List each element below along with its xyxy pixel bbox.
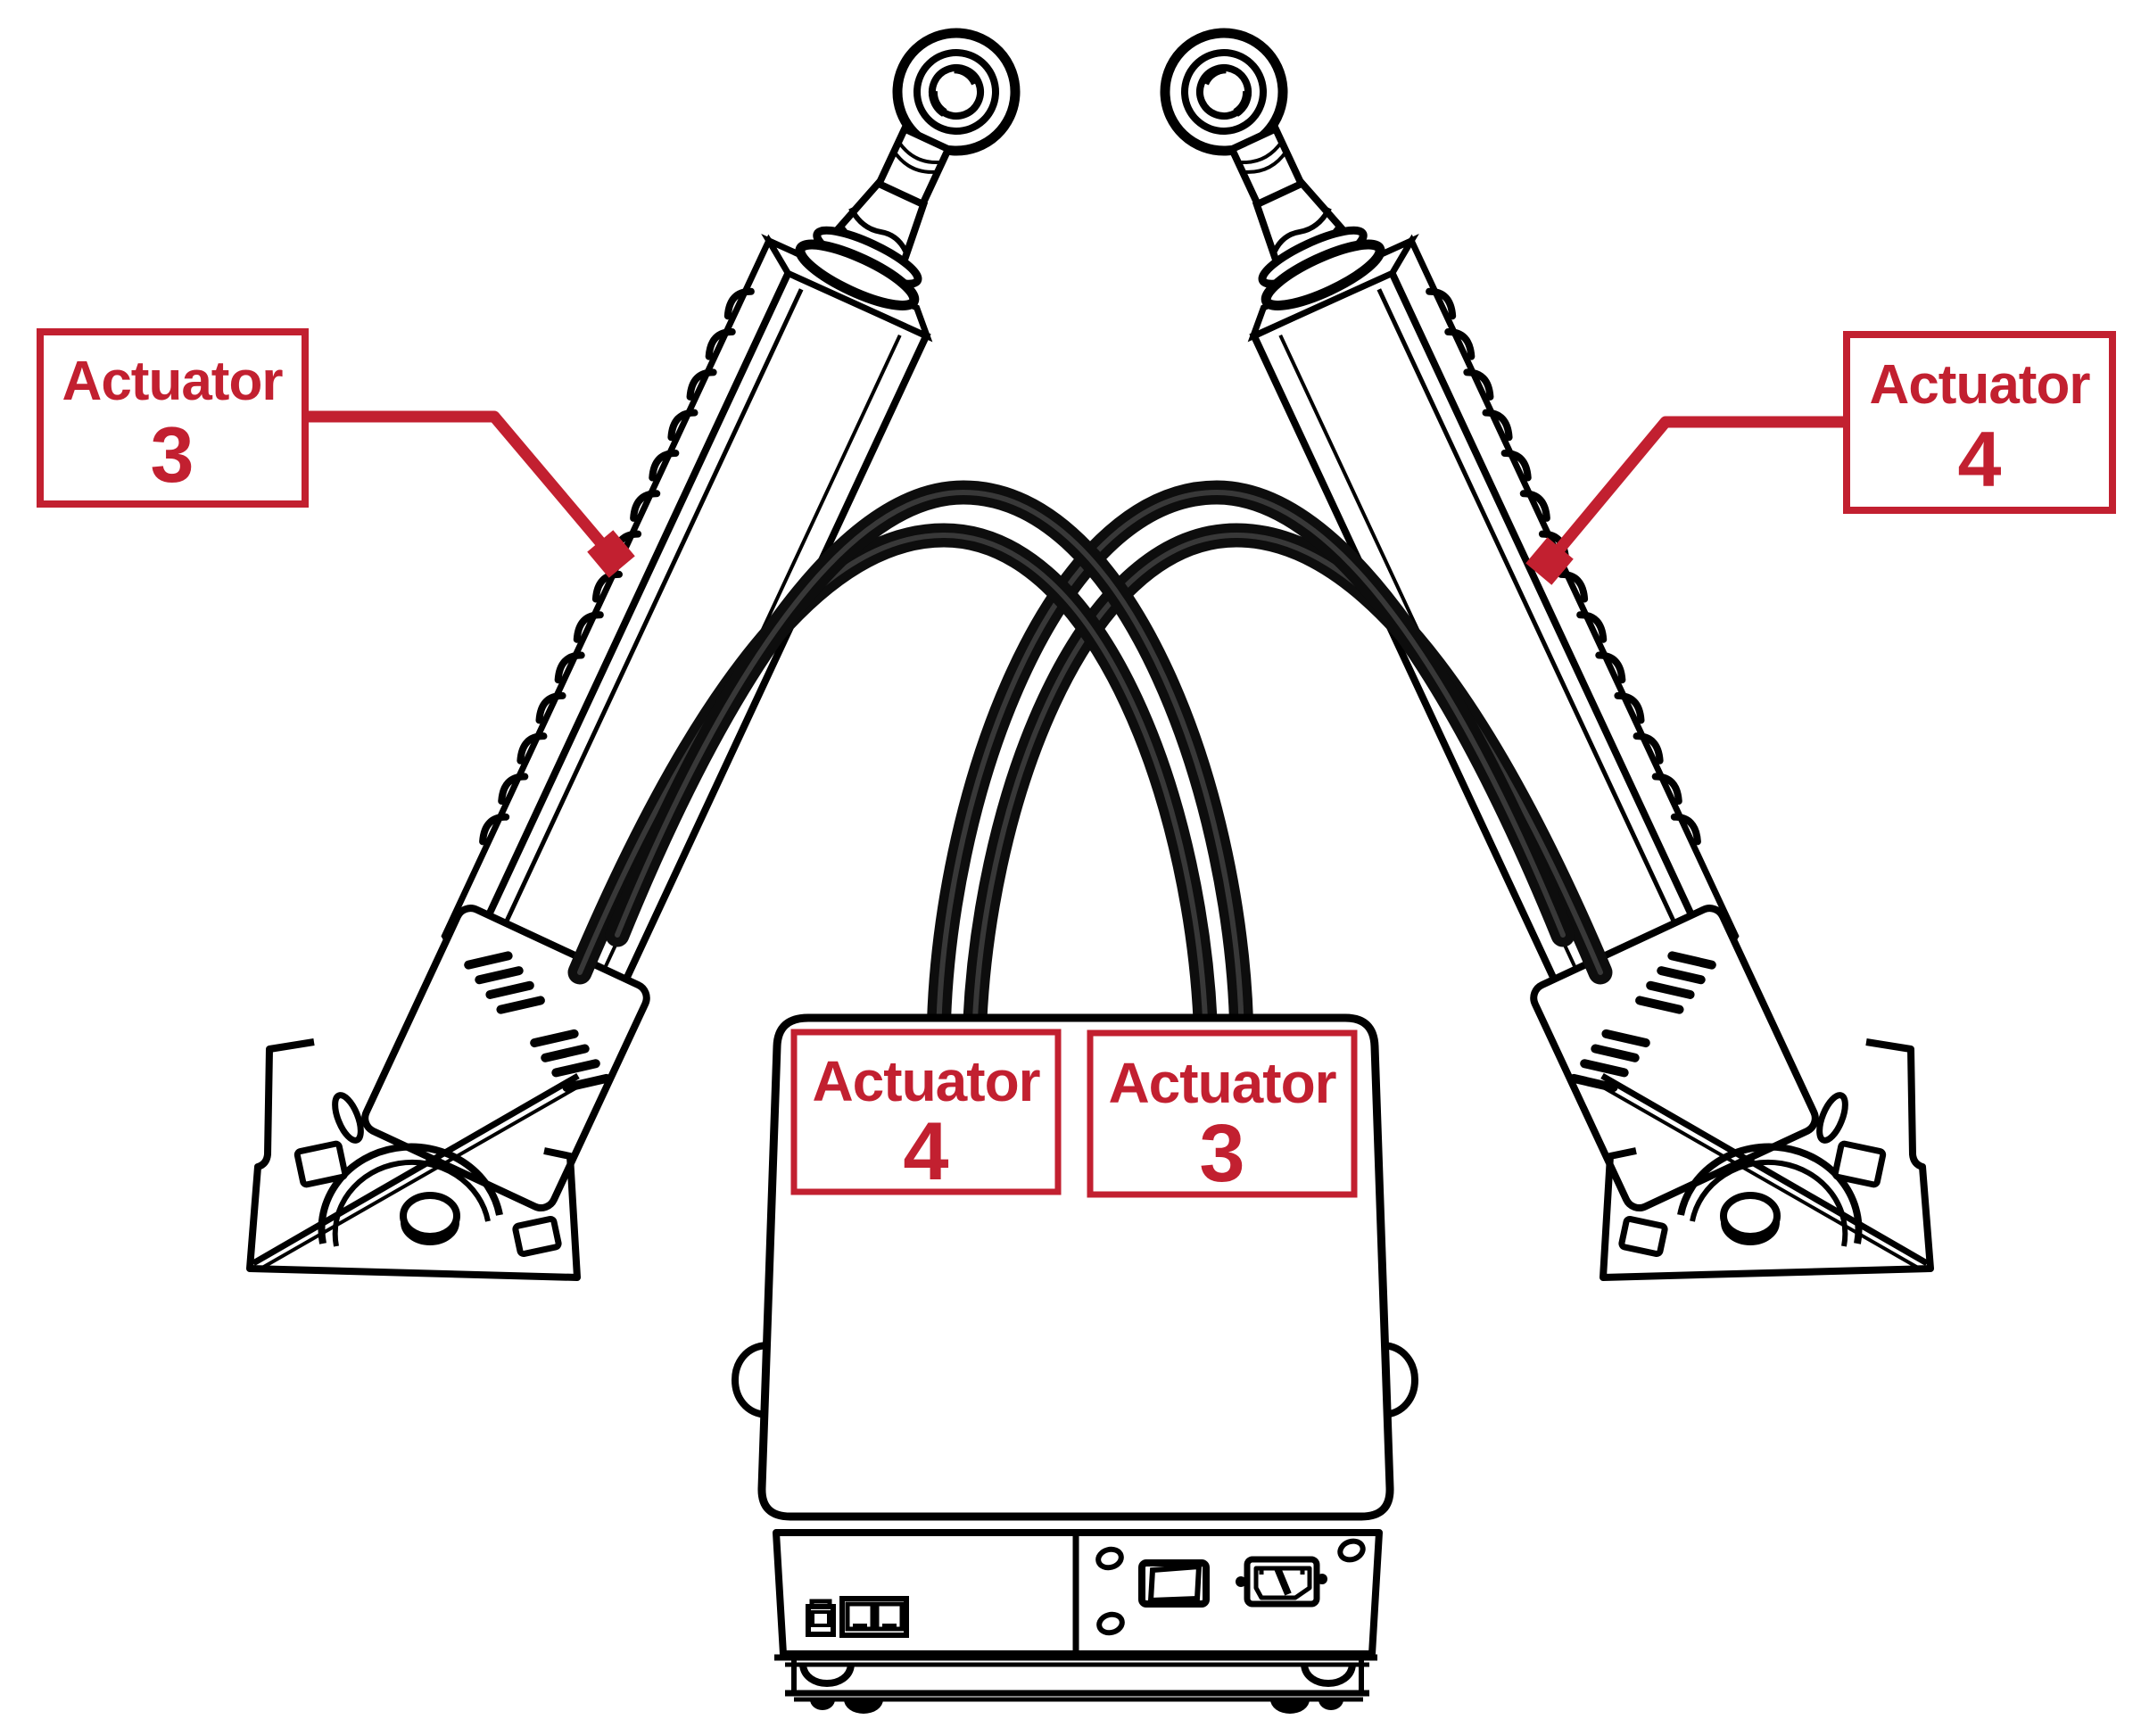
vent-slats [464,951,611,1093]
leader-arrow [587,530,635,578]
panel-screw [1096,1611,1125,1636]
actuator-drawing [246,28,1021,1281]
port-label-right-title: Actuator [1108,1051,1335,1115]
foot-arch [1301,1664,1356,1687]
leader-line [307,410,610,553]
port-label-right: Actuator 3 [1087,1029,1358,1199]
foot [844,1699,883,1714]
panel-screw [1337,1538,1366,1563]
callout-4-number: 4 [1958,415,2002,503]
port-label-left: Actuator 4 [790,1029,1062,1197]
port-label-right-number: 3 [1199,1108,1244,1199]
bracket-hole [400,1192,460,1240]
ethernet-ports [839,1596,909,1638]
mounting-bracket [246,1038,583,1281]
panel-screw [1095,1546,1124,1571]
power-inlet[interactable] [1236,1556,1327,1608]
power-switch[interactable] [1138,1559,1210,1608]
bracket-bolt [293,1140,349,1188]
callout-3-number: 3 [151,410,194,499]
box-base [774,1654,1377,1714]
box-handle-left [732,1342,768,1418]
usb-port [806,1599,836,1637]
callout-3-title: Actuator [62,351,284,412]
callout-actuator-3: Actuator 3 [37,328,635,578]
foot [1318,1699,1343,1710]
foot-arch [799,1664,855,1687]
control-box: Actuator 4 Actuator 3 [732,1013,1418,1714]
collar-ring [795,239,920,310]
callout-actuator-4: Actuator 4 [1525,331,2116,585]
leader-line [1550,416,1847,560]
port-label-left-number: 4 [903,1106,948,1197]
rod-end-eye [892,28,1021,156]
body-slot [332,1092,364,1144]
foot [1270,1699,1310,1714]
cables [567,480,1613,1056]
callout-4-title: Actuator [1870,354,2091,416]
port-label-left-title: Actuator [812,1049,1039,1113]
leader-arrow [1525,537,1574,585]
foot [810,1699,835,1710]
bracket-bolt [512,1216,562,1257]
